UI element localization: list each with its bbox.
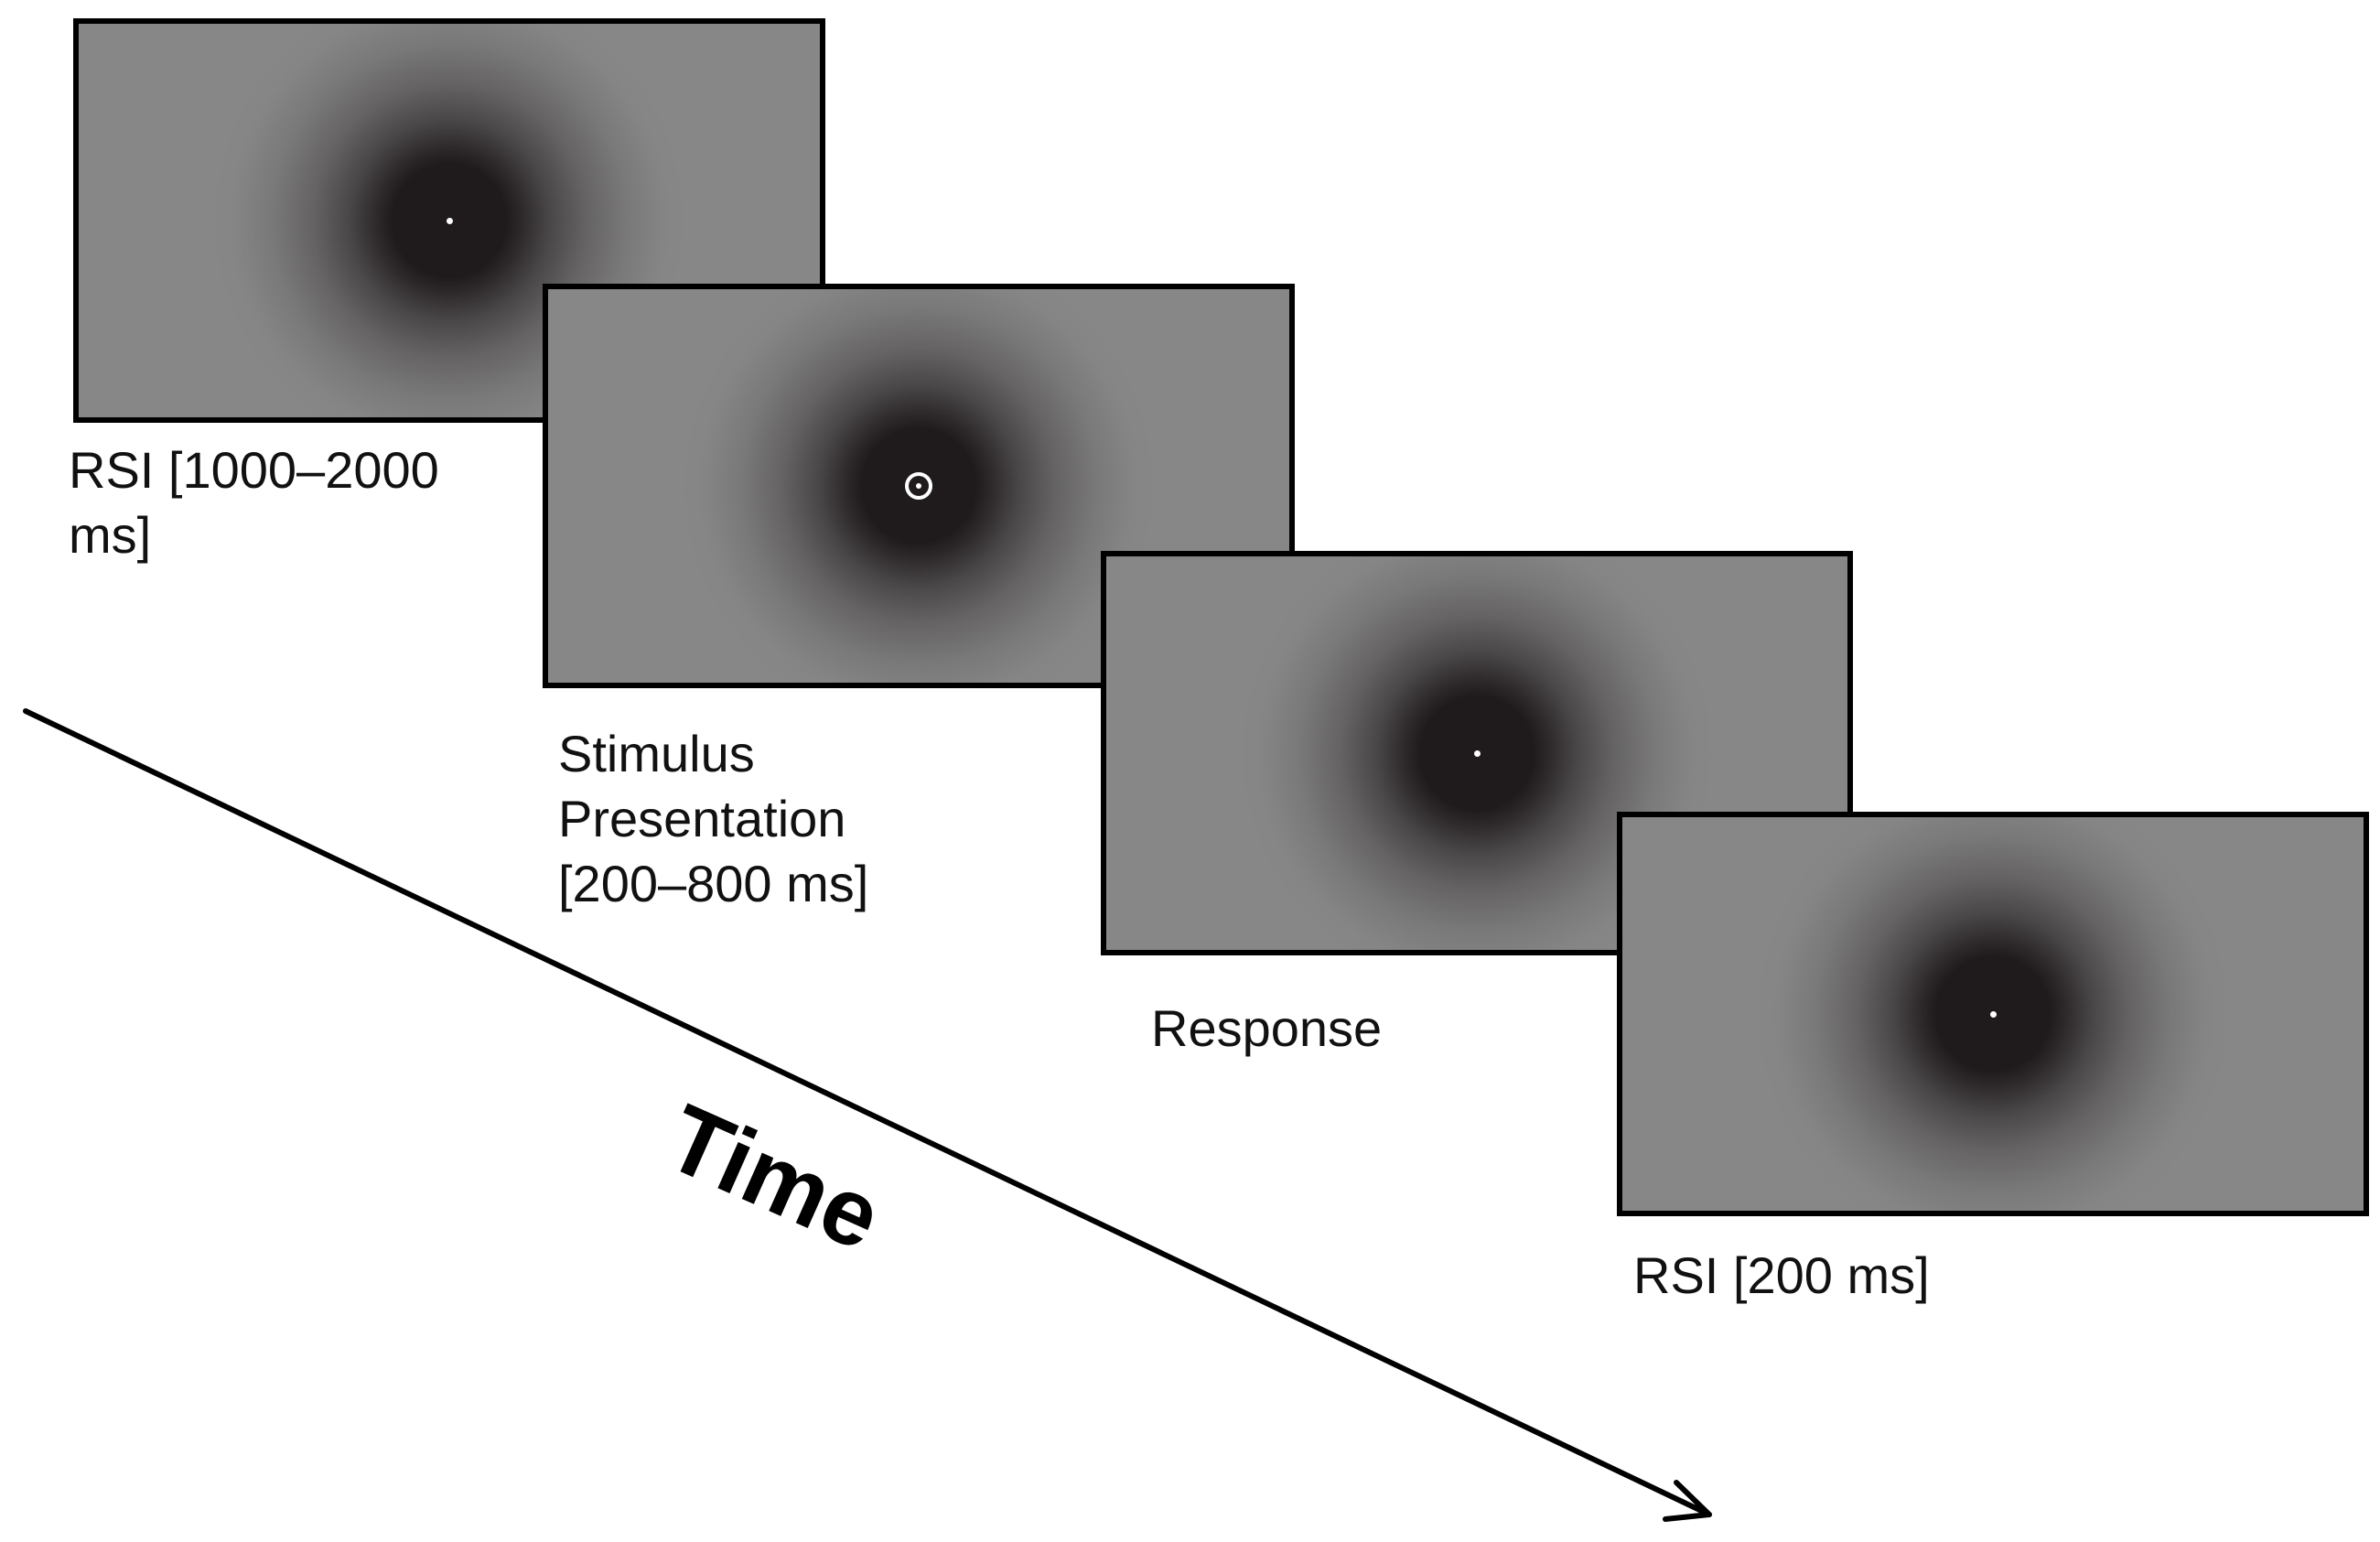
fixation-dot-icon xyxy=(1473,749,1481,757)
label-response: Response xyxy=(1151,999,1383,1057)
label-rsi-short: RSI [200 ms] xyxy=(1633,1246,1930,1304)
fixation-dot-icon xyxy=(1989,1010,1997,1018)
fixation-ring-icon xyxy=(905,472,932,500)
arrowhead-icon xyxy=(1663,1480,1712,1522)
time-arrow-line xyxy=(23,708,1712,1517)
screen-rsi-short xyxy=(1617,812,2369,1216)
fixation-dot-icon xyxy=(446,217,453,224)
label-rsi-long: RSI [1000–2000 ms] xyxy=(69,441,439,564)
label-stimulus-presentation: Stimulus Presentation [200–800 ms] xyxy=(558,725,869,912)
